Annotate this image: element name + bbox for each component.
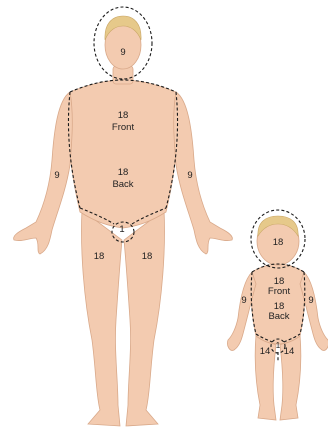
adult-trunk-back-label: Back [112, 180, 133, 190]
adult-trunk-front-label: Front [112, 123, 134, 133]
adult-trunk-back-number: 18 [118, 168, 129, 178]
adult-trunk-front-number: 18 [118, 111, 129, 121]
adult-left-leg [81, 210, 122, 426]
child-trunk-front-label: Front [268, 287, 290, 297]
child-left-arm-percent: 9 [241, 296, 246, 306]
adult-groin-percent: 1 [119, 225, 124, 235]
adult-left-arm [14, 92, 73, 254]
adult-left-arm-percent: 9 [54, 171, 59, 181]
child-left-leg-percent: 14 [260, 347, 271, 357]
adult-right-leg [124, 210, 165, 426]
adult-right-arm [174, 92, 233, 254]
child-head-percent: 18 [273, 238, 284, 248]
adult-left-leg-percent: 18 [94, 252, 105, 262]
adult-right-arm-percent: 9 [187, 171, 192, 181]
adult-head-percent: 9 [120, 48, 125, 58]
adult-torso [68, 80, 177, 228]
child-trunk-back-label: Back [268, 312, 289, 322]
child-right-arm-percent: 9 [308, 296, 313, 306]
child-right-leg-percent: 14 [284, 347, 295, 357]
child-groin-percent: 1 [276, 341, 280, 351]
adult-figure [14, 7, 233, 426]
adult-right-leg-percent: 18 [142, 252, 153, 262]
